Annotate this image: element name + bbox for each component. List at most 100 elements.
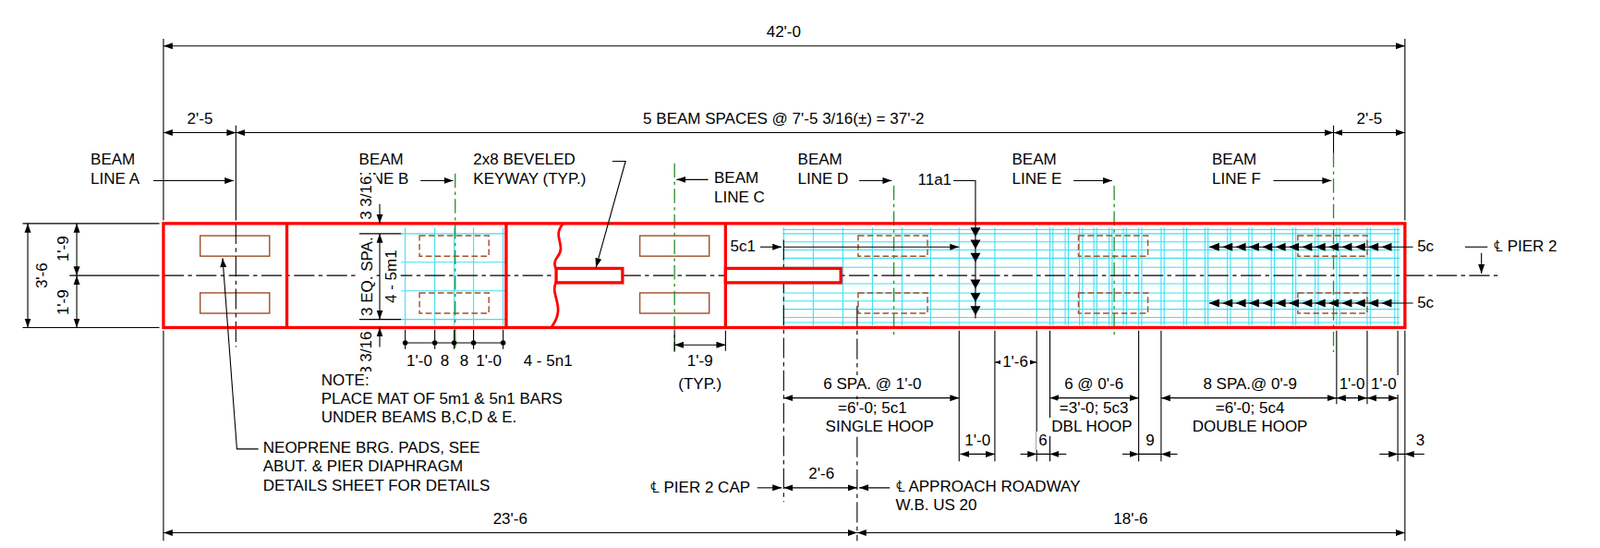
- bar-mark: 5c: [1415, 293, 1436, 313]
- dimension-dot: [500, 339, 507, 346]
- leader-line: [595, 160, 626, 267]
- dimension-line: [76, 275, 78, 328]
- pier-cap-outline: [725, 267, 841, 282]
- dimension-text: 1'-0: [1369, 375, 1399, 394]
- beam-line-label: BEAM LINE A: [88, 150, 152, 189]
- dimension-text: 1'-9: [53, 287, 73, 317]
- dimension-line: [405, 329, 504, 350]
- arrowhead: [969, 227, 1392, 316]
- leader-line: [1465, 246, 1488, 248]
- leader-line: [1480, 253, 1482, 274]
- dimension-dot: [471, 339, 477, 346]
- bar-mark: 5c1: [727, 237, 757, 256]
- note-text: DBL HOOP: [1049, 417, 1134, 437]
- leader-line: [783, 246, 959, 248]
- leader-line: [153, 160, 1488, 449]
- dimension-line: [1367, 397, 1398, 399]
- dimension-text: 23'-6: [491, 509, 530, 529]
- arrowhead: [1209, 242, 1393, 252]
- dimension-text: 2'-6: [806, 464, 837, 484]
- bearing-pad: [858, 292, 928, 314]
- centerline: [163, 223, 1501, 541]
- dimension-text: 1'-6: [1000, 352, 1031, 372]
- dimension-text: 1'-9: [685, 351, 716, 371]
- leader-line: [953, 180, 976, 318]
- dimension-text: 8 SPA.@ 0'-9: [1200, 375, 1298, 394]
- dimension-text: 42'-0: [764, 23, 803, 42]
- pier-cap-outline: [287, 223, 727, 328]
- bar-mark: 4 - 5m1: [382, 248, 401, 306]
- dimension-dot: [402, 339, 409, 346]
- dimension-text: 1'-0: [473, 351, 504, 371]
- dimension-text: 1'-0: [962, 431, 993, 450]
- dimension-text: 1'-0: [1337, 375, 1368, 394]
- dimension-text: 8: [458, 351, 471, 371]
- pier-cap-outline: [163, 223, 1406, 328]
- dimension-line: [857, 532, 1406, 534]
- dimension-line: [378, 327, 380, 347]
- beam-line-label: BEAM LINE C: [712, 169, 776, 207]
- dimension-text: 1'-0: [404, 351, 435, 371]
- dimension-line: [1036, 453, 1406, 455]
- dimension-line: [1050, 453, 1067, 455]
- dimension-text: 6 SPA. @ 1'-0: [821, 375, 923, 394]
- dimension-line: [1379, 453, 1398, 455]
- dimension-line: [1161, 453, 1178, 455]
- leader-line: [676, 179, 708, 181]
- dimension-text: 2'-5: [185, 109, 216, 129]
- callout-text: NEOPRENE BRG. PADS, SEE ABUT. & PIER DIA…: [261, 438, 515, 496]
- beam-line-label: BEAM LINE F: [1210, 150, 1273, 189]
- dimension-text: 1'-9: [53, 234, 73, 265]
- callout-text: 2x8 BEVELED KEYWAY (TYP.): [471, 150, 600, 189]
- bar-mark: 4 - 5n1: [521, 351, 575, 371]
- leader-line: [1073, 180, 1113, 182]
- bearing-pad: [1078, 292, 1148, 314]
- dimension-line: [27, 223, 29, 328]
- leader-line: [859, 180, 892, 182]
- dimension-line: [859, 486, 890, 488]
- rebar-mesh: [400, 227, 507, 326]
- pier-cap-outline: [556, 267, 623, 282]
- dimension-text: 3 3/16: [357, 329, 376, 377]
- centerline: [163, 223, 1501, 541]
- dimension-text: 6: [1036, 431, 1049, 450]
- dimension-line: [163, 330, 1406, 541]
- dimension-dot: [451, 339, 458, 346]
- bearing-pad: [1078, 235, 1148, 256]
- dimension-line: [23, 38, 1425, 541]
- beam-line-label: BEAM LINE E: [1010, 150, 1074, 189]
- dimension-line: [959, 453, 995, 455]
- dimension-line: [1405, 453, 1425, 455]
- dimension-line: [783, 486, 858, 488]
- pier-cap-outline: [163, 223, 1406, 328]
- dimension-line: [163, 532, 858, 534]
- bar-mark: =6'-0; 5c4: [1213, 399, 1287, 418]
- beam-line-label: BEAM LINE D: [796, 150, 860, 189]
- dimension-text: 3 3/16: [357, 174, 376, 222]
- leader-line: [420, 180, 453, 182]
- dimension-line: [1333, 132, 1406, 134]
- bar-mark: 11a1: [916, 170, 955, 190]
- note-text: NOTE:: [319, 371, 372, 390]
- dimension-line: [163, 132, 236, 134]
- arrowhead: [1209, 299, 1393, 308]
- dimension-line: [1020, 453, 1038, 455]
- dimension-line: [76, 223, 78, 276]
- bearing-pad: [200, 292, 270, 314]
- note-text: DOUBLE HOOP: [1190, 417, 1310, 437]
- dimension-line: [674, 344, 726, 346]
- dimension-line: [378, 204, 380, 224]
- bar-mark: 5c: [1415, 237, 1436, 256]
- dimension-line: [235, 132, 1334, 134]
- dimension-text: 3'-6: [33, 260, 52, 291]
- note-text: PLACE MAT OF 5m1 & 5n1 BARS UNDER BEAMS …: [319, 389, 601, 428]
- dimension-text: 18'-6: [1111, 509, 1150, 529]
- note-text: SINGLE HOOP: [824, 417, 936, 437]
- leader-line: [760, 246, 782, 248]
- dimension-text: 9: [1143, 431, 1156, 450]
- centerline-label: ℄ APPROACH ROADWAY W.B. US 20: [894, 477, 1109, 516]
- dimension-text: 5 BEAM SPACES @ 7'-5 3/16(±) = 37'-2: [641, 109, 926, 129]
- bearing-pad: [858, 235, 928, 256]
